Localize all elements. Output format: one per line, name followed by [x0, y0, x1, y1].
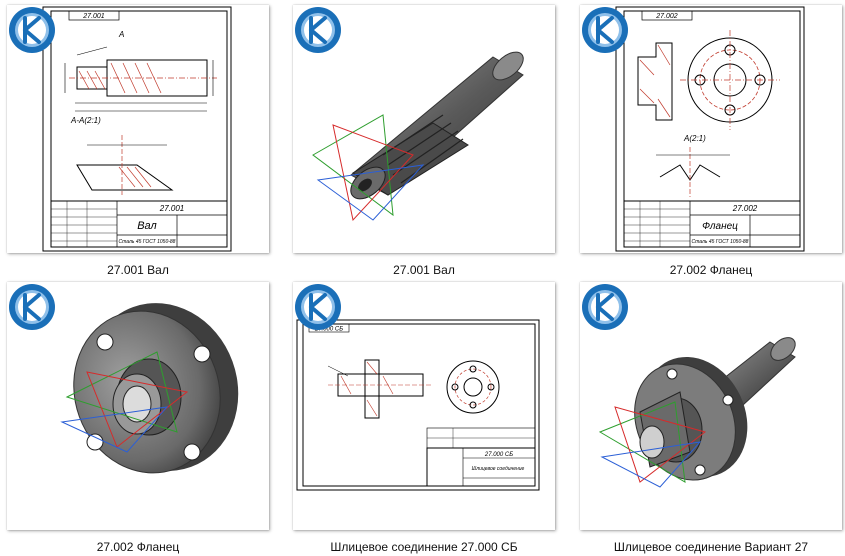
stamp-material: Сталь 45 ГОСТ 1050-88: [119, 239, 176, 245]
model-preview: [60, 303, 239, 474]
arrow-label: А: [118, 30, 124, 39]
file-thumbnail[interactable]: 27.000 СБ: [293, 282, 555, 530]
file-thumbnail[interactable]: 27.002 А(2:1): [580, 5, 842, 253]
drawing-preview: 27.000 СБ: [296, 319, 540, 491]
file-caption[interactable]: 27.001 Вал: [107, 263, 169, 277]
stamp-code: 27.002: [732, 204, 758, 213]
stamp-name: Шлицевое соединение: [472, 466, 525, 472]
file-caption[interactable]: Шлицевое соединение Вариант 27: [613, 540, 809, 554]
corner-code: 27.001: [82, 13, 105, 20]
stamp-name: Фланец: [702, 221, 738, 232]
drawing-preview: 27.001 А А-А(2:1): [42, 6, 232, 252]
file-thumbnail[interactable]: [293, 5, 555, 253]
section-label: А-А(2:1): [70, 116, 101, 125]
kompas-logo-icon: [9, 284, 55, 330]
model-preview: [312, 51, 524, 222]
kompas-logo-icon: [582, 7, 628, 53]
file-caption[interactable]: 27.002 Фланец: [669, 263, 753, 277]
stamp-material: Сталь 45 ГОСТ 1050-88: [692, 239, 749, 245]
corner-code: 27.000 СБ: [314, 327, 343, 333]
corner-code: 27.002: [655, 13, 678, 20]
view-label: А(2:1): [683, 134, 706, 143]
kompas-logo-icon: [295, 284, 341, 330]
kompas-logo-icon: [9, 7, 55, 53]
stamp-code: 27.000 СБ: [484, 452, 513, 458]
model-preview: [598, 337, 796, 488]
file-caption[interactable]: 27.002 Фланец: [96, 540, 180, 554]
file-caption[interactable]: Шлицевое соединение 27.000 СБ: [330, 540, 518, 554]
drawing-preview: 27.002 А(2:1): [615, 6, 805, 252]
file-thumbnail[interactable]: [580, 282, 842, 530]
file-caption[interactable]: 27.001 Вал: [393, 263, 455, 277]
file-thumbnail[interactable]: 27.001 А А-А(2:1): [7, 5, 269, 253]
kompas-logo-icon: [295, 7, 341, 53]
kompas-logo-icon: [582, 284, 628, 330]
stamp-code: 27.001: [159, 204, 184, 213]
stamp-name: Вал: [137, 220, 157, 232]
file-thumbnail[interactable]: [7, 282, 269, 530]
